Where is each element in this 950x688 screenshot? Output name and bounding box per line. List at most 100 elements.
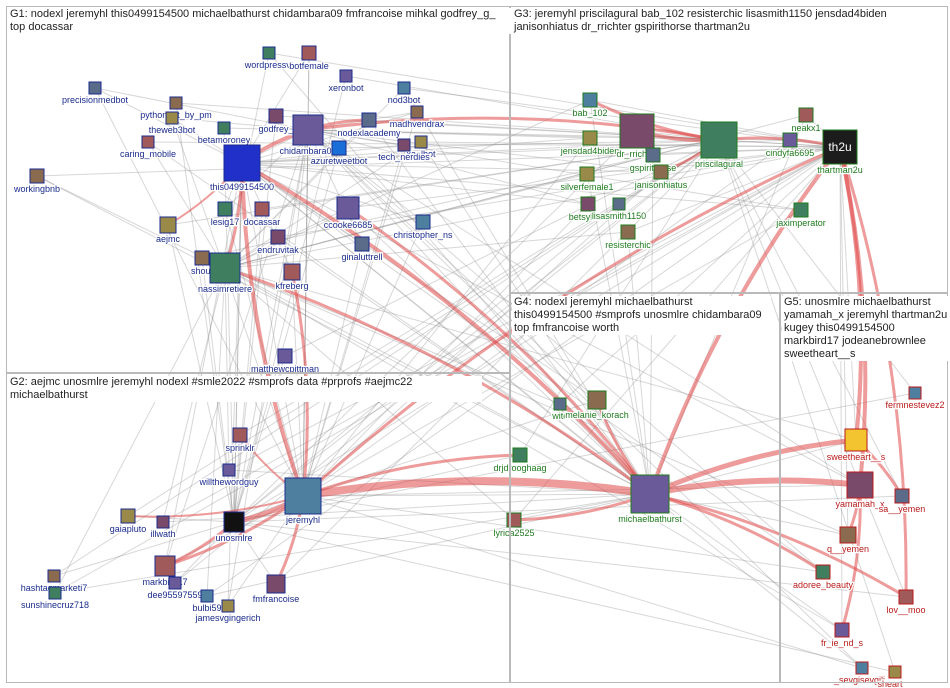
node-bab_102[interactable]: bab_102 (571, 92, 609, 119)
node-docassar[interactable]: docassar (242, 201, 282, 228)
node-azuretweetbot[interactable]: azuretweetbot (309, 140, 369, 167)
node-cindyfa6695[interactable]: cindyfa6695 (764, 132, 816, 159)
edge-grey (241, 144, 405, 164)
node-botfemale[interactable]: botfemale (288, 45, 330, 72)
node-shout[interactable]: shout (190, 250, 215, 277)
node-jaximperator[interactable]: jaximperator (774, 202, 827, 229)
edge-grey (586, 146, 841, 175)
node-fr_ie_nd_s[interactable]: fr_ie_nd_s (820, 622, 865, 649)
node-xaelbot[interactable]: xaelbot (405, 135, 437, 160)
node-dee95597559[interactable]: dee95597559 (146, 576, 204, 601)
node-godfrey_[interactable]: godfrey_ (257, 108, 296, 135)
node-witc[interactable]: witc (550, 397, 569, 422)
node-jeremyhl[interactable]: jeremyhl (284, 477, 322, 526)
edge-grey (175, 102, 235, 523)
node-aejmc[interactable]: aejmc (155, 216, 182, 245)
node-adoree_beauty[interactable]: adoree_beauty (792, 564, 855, 591)
node-this0499154500[interactable]: this0499154500 (209, 144, 275, 193)
avatar-icon (620, 224, 636, 240)
node-label: docassar (244, 217, 281, 227)
node-betsyblue[interactable]: betsyblue (567, 196, 609, 223)
node-endruvitak[interactable]: endruvitak (256, 229, 301, 256)
node-janisonhiatus[interactable]: janisonhiatus (632, 164, 689, 191)
edge-grey (718, 139, 841, 148)
node-sprinklr[interactable]: sprinklr (224, 427, 256, 454)
node-neakx1[interactable]: neakx1 (790, 107, 822, 134)
node-label: _sevgisevgili_ (833, 675, 891, 685)
avatar-icon (888, 665, 902, 679)
elephant-avatar-icon (292, 114, 324, 146)
avatar-icon (141, 135, 155, 149)
node-willthewordguy[interactable]: willthewordguy (197, 463, 260, 488)
node-lov__moo[interactable]: lov__moo (885, 589, 927, 616)
avatar-icon (270, 229, 286, 245)
node-label: kfreberg (275, 281, 308, 291)
node-fermnestevez2[interactable]: fermnestevez2 (884, 386, 946, 411)
node-melanie_korach[interactable]: melanie_korach (564, 390, 630, 421)
node-sa__yemen[interactable]: sa__yemen (877, 488, 927, 515)
node-bulbi59[interactable]: bulbi59 (191, 589, 223, 614)
node-q__yemen[interactable]: q__yemen (826, 526, 870, 555)
edge-grey (174, 139, 720, 584)
node-xeronbot[interactable]: xeronbot (327, 69, 365, 94)
node-betamoroney[interactable]: betamoroney (196, 121, 252, 146)
avatar-icon (222, 463, 236, 477)
node-illwath[interactable]: illwath (149, 515, 177, 540)
node-resisterchic[interactable]: resisterchic (604, 224, 653, 251)
node-dr_rrichter[interactable]: dr_rrichter (615, 113, 659, 160)
node-gaiapluto[interactable]: gaiapluto (108, 508, 148, 535)
node-tech_nerdies[interactable]: tech_nerdies (377, 138, 432, 163)
group-box-g4 (510, 293, 780, 683)
node-label: endruvitak (257, 245, 299, 255)
node-sunshinecruz718[interactable]: sunshinecruz718 (20, 586, 90, 611)
node-label: sprinklr (225, 443, 254, 453)
group-title-g4: G4: nodexl jeremyhl michaelbathurst this… (512, 296, 771, 335)
node-drjdrooghaag[interactable]: drjdrooghaag (492, 447, 548, 474)
node-lesig17[interactable]: lesig17 (209, 201, 241, 228)
node-kfreberg[interactable]: kfreberg (274, 263, 310, 292)
node-jamesvgingerich[interactable]: jamesvgingerich (193, 599, 262, 624)
node-precisionmedbot[interactable]: precisionmedbot (61, 81, 130, 106)
node-label: wordpressvt (244, 60, 294, 70)
node-label: godfrey_ (258, 124, 294, 134)
node-yamamah_x[interactable]: yamamah_x (834, 471, 886, 510)
node-lisasmith1150[interactable]: lisasmith1150 (591, 197, 647, 222)
avatar-icon (209, 252, 241, 284)
edge-michaelbathurst-sweetheart__s (648, 437, 857, 497)
node-silverfemale1[interactable]: silverfemale1 (559, 166, 615, 193)
node-workingbnb[interactable]: workingbnb (12, 168, 61, 195)
node-jensdad4biden[interactable]: jensdad4biden (558, 130, 621, 157)
node-chidambara09[interactable]: chidambara09 (278, 114, 338, 157)
node-christopher_ns[interactable]: christopher_ns (392, 214, 454, 241)
avatar-icon (254, 201, 270, 217)
node-nod3bot[interactable]: nod3bot (386, 81, 422, 106)
node-unosmlre[interactable]: unosmlre (214, 511, 254, 544)
avatar-icon (415, 214, 431, 230)
logo-icon (232, 427, 248, 443)
node-theweb3bot[interactable]: theweb3bot (147, 111, 197, 136)
avatar-icon (587, 390, 607, 410)
node-madhvendrax[interactable]: madhvendrax (388, 105, 446, 130)
node-ccooke6685[interactable]: ccooke6685 (322, 196, 374, 231)
node-label: bulbi59 (192, 603, 221, 613)
edge-grey (718, 139, 907, 598)
node-fmfrancoise[interactable]: fmfrancoise (251, 574, 301, 605)
edge-grey (307, 129, 824, 573)
node-wordpressvt[interactable]: wordpressvt (242, 46, 295, 71)
avatar-icon (168, 576, 182, 590)
node-priscilagural[interactable]: priscilagural (694, 121, 744, 170)
node-label: xaelbot (406, 149, 436, 159)
node-nodexlacademy[interactable]: nodexlacademy (336, 112, 402, 139)
node-michaelbathurst[interactable]: michaelbathurst (617, 474, 684, 525)
node-nassimretiere[interactable]: nassimretiere (197, 252, 253, 295)
edge-grey (302, 129, 309, 497)
node-_sevgisevgili_[interactable]: _sevgisevgili_ (832, 661, 892, 686)
avatar-icon (839, 526, 857, 544)
node-caring_mobile[interactable]: caring_mobile (119, 135, 177, 160)
edge-grey (307, 129, 591, 139)
node-label: silverfemale1 (560, 182, 613, 192)
node-sweetheart__s[interactable]: sweetheart__s (825, 428, 887, 463)
edge-michaelbathurst-lov__moo (649, 492, 907, 599)
node-ginaluttrell[interactable]: ginaluttrell (340, 236, 384, 263)
